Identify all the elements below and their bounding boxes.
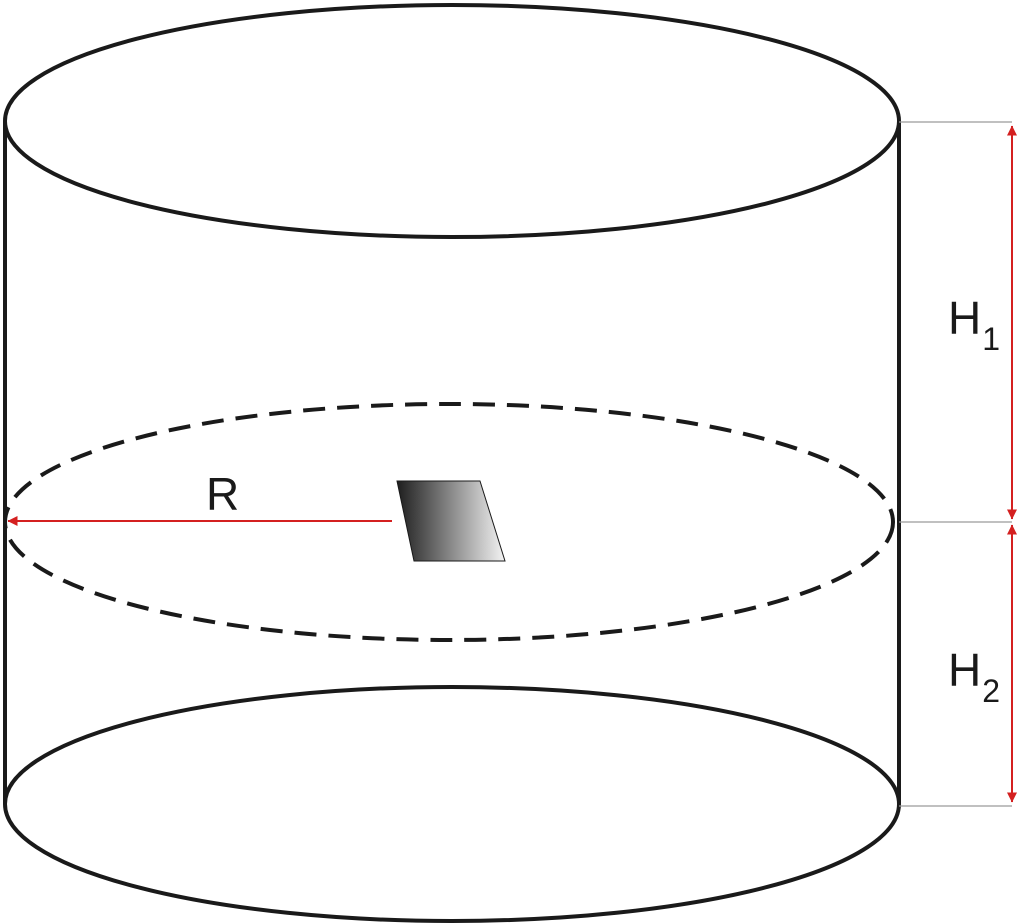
cylinder-top-ellipse	[3, 3, 901, 239]
height2-label: H2	[948, 644, 1000, 709]
height2-label-subscript: 2	[982, 673, 1000, 709]
cross-section-dashed-ellipse	[3, 402, 895, 642]
height2-label-main: H	[948, 644, 981, 696]
area-element-parallelogram	[396, 480, 506, 562]
radius-label: R	[206, 468, 239, 520]
height1-label-main: H	[948, 292, 981, 344]
cylinder-bottom-ellipse	[3, 685, 901, 923]
height1-label-subscript: 1	[982, 321, 1000, 357]
height1-label: H1	[948, 292, 1000, 357]
